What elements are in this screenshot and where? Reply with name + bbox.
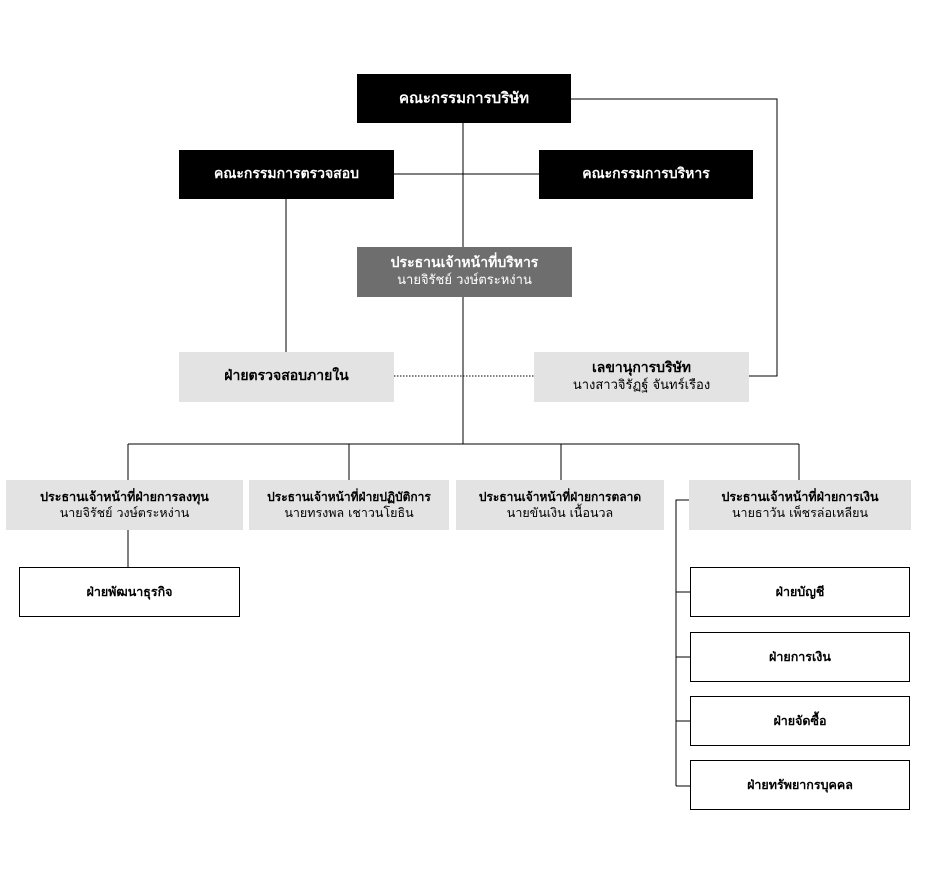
ceo-name: นายจิรัชย์ วงษ์ตระหง่าน [397, 272, 532, 288]
internal-audit-box: ฝ่ายตรวจสอบภายใน [179, 352, 394, 402]
officer-operations-box: ประธานเจ้าหน้าที่ฝ่ายปฏิบัติการ นายทรงพล… [249, 480, 449, 530]
ceo-title: ประธานเจ้าหน้าที่บริหาร [390, 255, 539, 272]
business-development-title: ฝ่ายพัฒนาธุรกิจ [86, 584, 173, 600]
internal-audit-title: ฝ่ายตรวจสอบภายใน [224, 368, 349, 385]
company-secretary-title: เลขานุการบริษัท [591, 360, 692, 377]
dept-human-resources-box: ฝ่ายทรัพยากรบุคคล [690, 760, 910, 810]
officer-title: ประธานเจ้าหน้าที่ฝ่ายการลงทุน [40, 489, 209, 505]
officer-name: นายธาวัน เพ็ชรล่อเหลียน [732, 505, 868, 520]
audit-committee-title: คณะกรรมการตรวจสอบ [214, 165, 359, 182]
officer-finance-box: ประธานเจ้าหน้าที่ฝ่ายการเงิน นายธาวัน เพ… [689, 480, 911, 530]
company-secretary-name: นางสาวจิรัฏฐ์ จันทร์เรือง [572, 377, 711, 393]
officer-name: นายจิรัชย์ วงษ์ตระหง่าน [59, 505, 190, 520]
officer-investment-box: ประธานเจ้าหน้าที่ฝ่ายการลงทุน นายจิรัชย์… [6, 480, 243, 530]
dept-title: ฝ่ายทรัพยากรบุคคล [747, 777, 853, 793]
executive-committee-title: คณะกรรมการบริหาร [582, 165, 710, 182]
audit-committee-box: คณะกรรมการตรวจสอบ [179, 150, 394, 199]
dept-title: ฝ่ายบัญชี [775, 584, 825, 600]
ceo-box: ประธานเจ้าหน้าที่บริหาร นายจิรัชย์ วงษ์ต… [357, 247, 572, 297]
board-title: คณะกรรมการบริษัท [398, 89, 529, 108]
officer-name: นายขันเงิน เนื้อนวล [506, 504, 614, 520]
officer-title: ประธานเจ้าหน้าที่ฝ่ายการเงิน [721, 489, 879, 505]
board-box: คณะกรรมการบริษัท [357, 74, 571, 123]
dept-accounting-box: ฝ่ายบัญชี [690, 567, 910, 617]
dept-procurement-box: ฝ่ายจัดซื้อ [690, 696, 910, 746]
officer-title: ประธานเจ้าหน้าที่ฝ่ายปฏิบัติการ [267, 489, 431, 504]
dept-finance-box: ฝ่ายการเงิน [690, 632, 910, 682]
business-development-box: ฝ่ายพัฒนาธุรกิจ [19, 567, 240, 617]
executive-committee-box: คณะกรรมการบริหาร [539, 150, 753, 199]
officer-name: นายทรงพล เชาวนโยธิน [284, 504, 414, 520]
dept-title: ฝ่ายการเงิน [769, 649, 831, 665]
dept-title: ฝ่ายจัดซื้อ [773, 713, 827, 729]
officer-title: ประธานเจ้าหน้าที่ฝ่ายการตลาด [478, 489, 642, 504]
company-secretary-box: เลขานุการบริษัท นางสาวจิรัฏฐ์ จันทร์เรือ… [534, 352, 749, 402]
officer-marketing-box: ประธานเจ้าหน้าที่ฝ่ายการตลาด นายขันเงิน … [456, 480, 664, 530]
